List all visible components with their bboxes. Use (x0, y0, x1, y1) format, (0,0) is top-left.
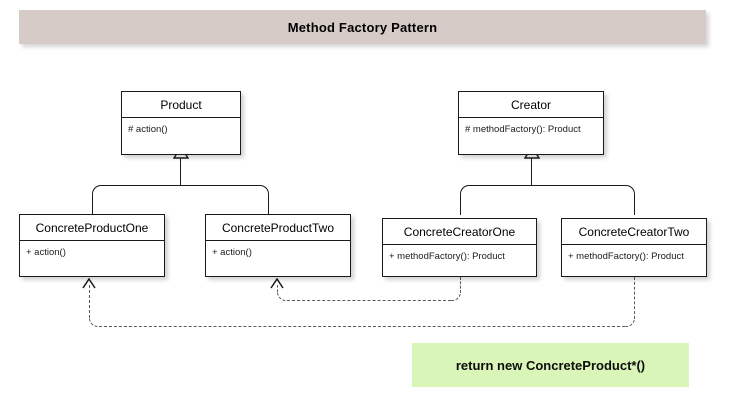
generalization-stem-creator (531, 155, 533, 185)
class-member: + methodFactory(): Product (568, 251, 684, 262)
class-members-product: # action() (122, 118, 240, 136)
class-members-concrete-creator-one: + methodFactory(): Product (383, 245, 536, 263)
class-name-concrete-creator-one: ConcreteCreatorOne (383, 219, 536, 245)
dependency-corner-creator-one (450, 291, 461, 301)
class-name-concrete-product-one: ConcreteProductOne (20, 215, 164, 241)
class-member: # methodFactory(): Product (465, 124, 581, 135)
dependency-arrowhead-product-two (270, 276, 284, 289)
note-text: return new ConcreteProduct*() (455, 357, 646, 373)
class-box-concrete-creator-one[interactable]: ConcreteCreatorOne + methodFactory(): Pr… (382, 218, 537, 277)
dependency-riser-product-two (277, 285, 278, 292)
class-box-concrete-product-one[interactable]: ConcreteProductOne + action() (19, 214, 165, 277)
fork-drop-concrete-product-one (92, 196, 94, 215)
class-members-concrete-creator-two: + methodFactory(): Product (562, 245, 706, 263)
class-name-concrete-product-two: ConcreteProductTwo (206, 215, 350, 241)
dependency-line-creator-one-to-product-two (287, 300, 451, 301)
dependency-corner-creator-two (624, 317, 635, 327)
class-box-concrete-creator-two[interactable]: ConcreteCreatorTwo + methodFactory(): Pr… (561, 218, 707, 277)
dependency-line-creator-two-to-product-one (99, 326, 625, 327)
dependency-stem-creator-two (634, 277, 635, 319)
fork-drop-concrete-creator-one (460, 196, 462, 215)
class-name-concrete-creator-two: ConcreteCreatorTwo (562, 219, 706, 245)
dependency-riser-product-one (89, 285, 90, 318)
diagram-title-banner: Method Factory Pattern (19, 10, 706, 44)
class-box-creator[interactable]: Creator # methodFactory(): Product (458, 91, 604, 155)
class-members-concrete-product-two: + action() (206, 241, 350, 259)
class-members-concrete-product-one: + action() (20, 241, 164, 259)
fork-corner-creator-left (460, 185, 532, 197)
generalization-stem-product (180, 155, 182, 185)
class-member: # action() (128, 124, 168, 135)
fork-corner-creator-right (531, 185, 635, 197)
fork-corner-product-right (180, 185, 269, 197)
fork-drop-concrete-creator-two (634, 196, 636, 215)
dependency-corner-product-one (89, 317, 100, 327)
note-box-return-statement[interactable]: return new ConcreteProduct*() (412, 343, 689, 387)
class-member: + action() (26, 247, 66, 258)
class-box-product[interactable]: Product # action() (121, 91, 241, 155)
class-box-concrete-product-two[interactable]: ConcreteProductTwo + action() (205, 214, 351, 277)
fork-corner-product-left (92, 185, 181, 197)
dependency-stem-creator-one (460, 277, 461, 293)
dependency-arrowhead-product-one (82, 276, 96, 289)
fork-drop-concrete-product-two (268, 196, 270, 215)
dependency-corner-product-two (277, 291, 288, 301)
class-members-creator: # methodFactory(): Product (459, 118, 603, 136)
class-member: + methodFactory(): Product (389, 251, 505, 262)
class-name-product: Product (122, 92, 240, 118)
page-title: Method Factory Pattern (287, 19, 438, 35)
class-member: + action() (212, 247, 252, 258)
class-name-creator: Creator (459, 92, 603, 118)
